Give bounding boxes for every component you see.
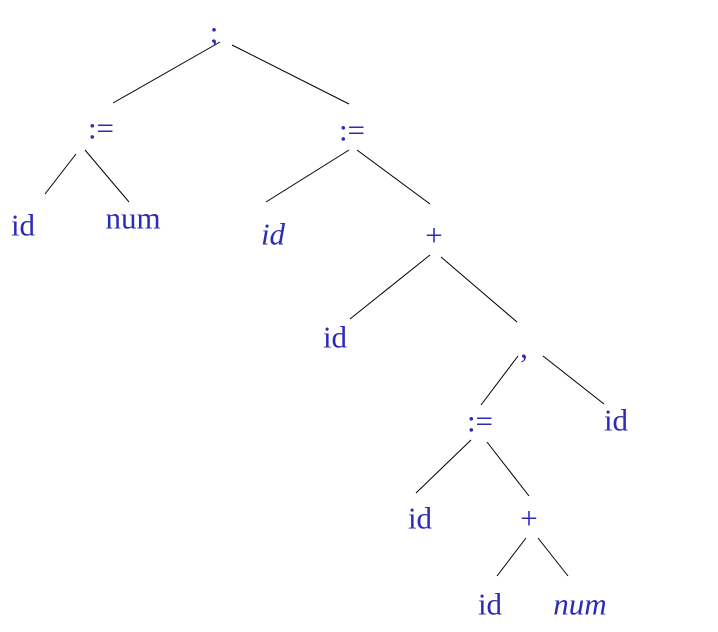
tree-edge-n3-n6 bbox=[265, 149, 350, 203]
tree-node-id: id bbox=[603, 402, 629, 438]
tree-edge-n10-n11 bbox=[415, 439, 472, 494]
tree-edge-n7-n8 bbox=[349, 254, 431, 320]
tree-edge-n10-n13 bbox=[486, 441, 530, 497]
tree-node-plus: + bbox=[425, 217, 443, 253]
tree-edge-n13-n15 bbox=[537, 537, 569, 577]
tree-node-id: id bbox=[10, 207, 36, 243]
tree-node-id-italic: id bbox=[260, 216, 286, 252]
tree-node-plus-inner: + bbox=[520, 500, 538, 536]
tree-edge-n2-n5 bbox=[84, 149, 130, 203]
tree-node-id: id bbox=[477, 586, 503, 622]
tree-node-id: id bbox=[407, 500, 433, 536]
tree-edge-n7-n9 bbox=[440, 256, 518, 323]
tree-edge-n1-n2 bbox=[112, 41, 221, 104]
tree-node-num: num bbox=[105, 200, 161, 236]
tree-edge-n2-n4 bbox=[44, 153, 77, 195]
tree-node-assign-right: := bbox=[338, 112, 366, 148]
tree-node-semicolon-root: ; bbox=[209, 14, 219, 50]
tree-edge-n9-n10 bbox=[480, 355, 519, 406]
tree-edge-n13-n14 bbox=[496, 537, 527, 577]
tree-node-id: id bbox=[322, 319, 348, 355]
tree-node-comma: , bbox=[520, 329, 528, 365]
tree-node-assign-left: := bbox=[87, 110, 115, 146]
tree-node-num-italic: num bbox=[553, 586, 607, 622]
tree-edge-n9-n12 bbox=[542, 355, 605, 405]
tree-node-assign-inner: := bbox=[466, 403, 494, 439]
tree-edge-n3-n7 bbox=[356, 149, 431, 205]
tree-edge-n1-n3 bbox=[231, 44, 350, 105]
